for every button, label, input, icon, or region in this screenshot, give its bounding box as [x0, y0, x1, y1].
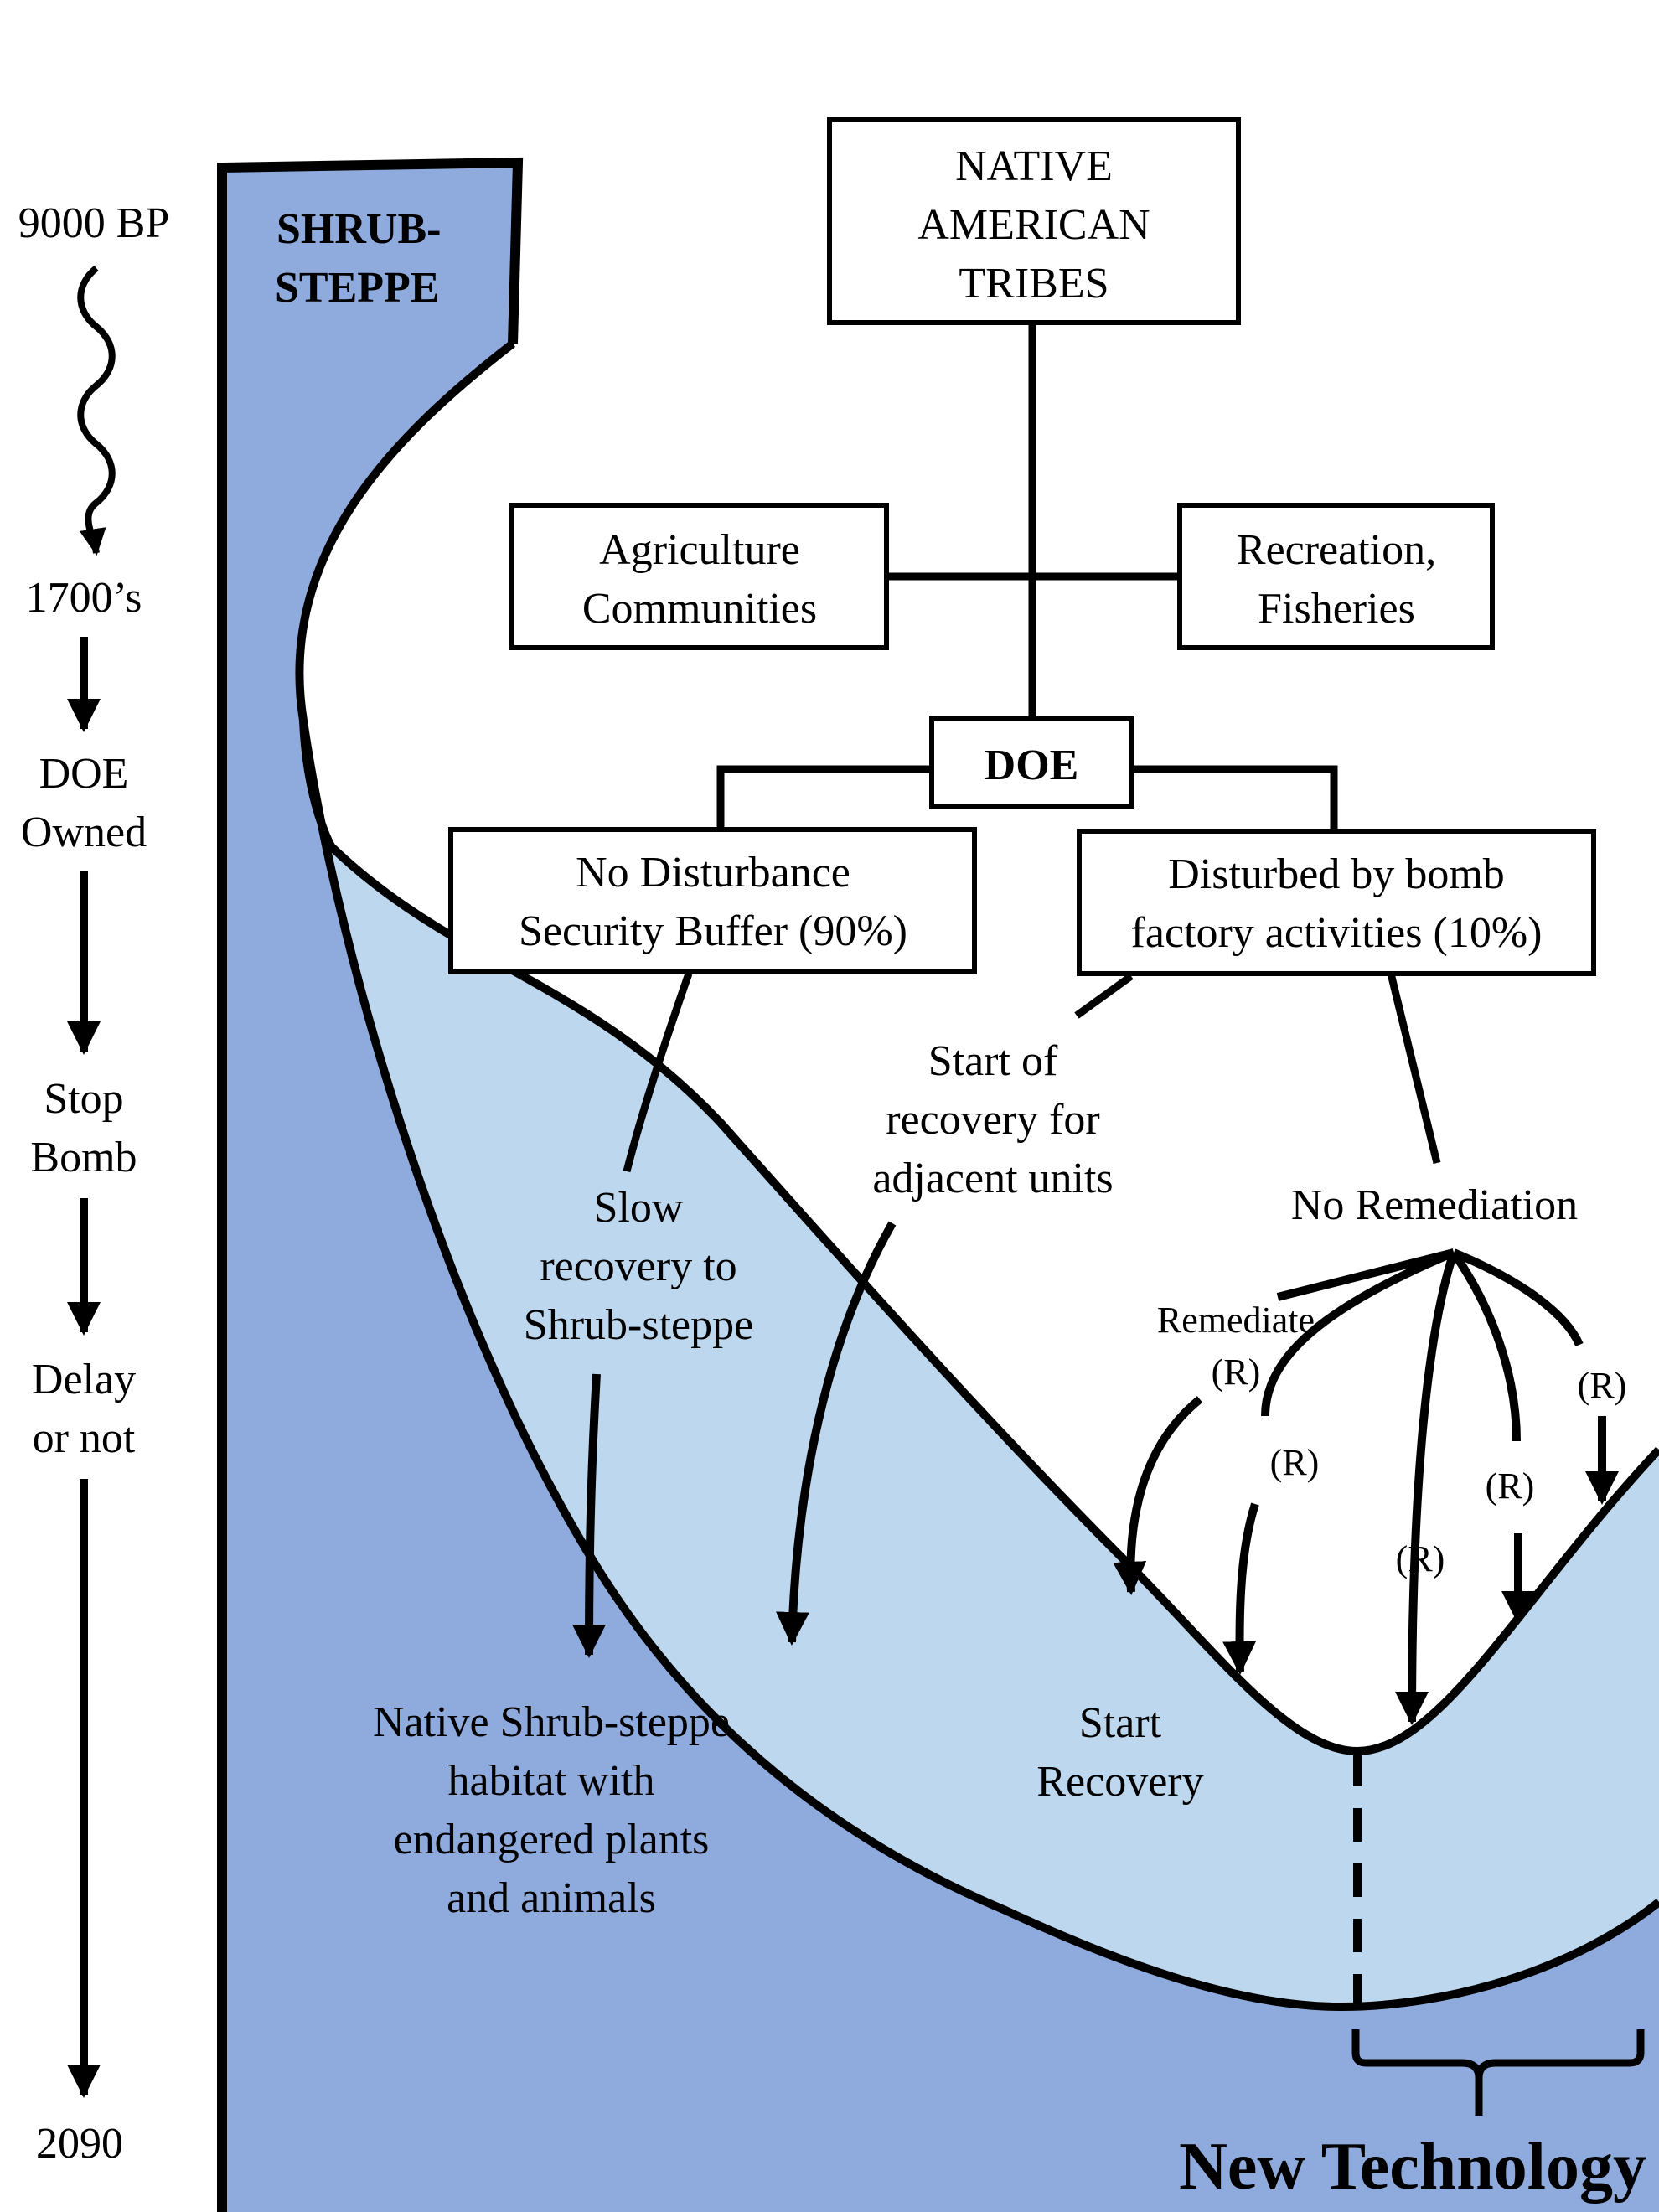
timeline-doe-owned-1: DOE [39, 750, 129, 798]
box-disturbed [1077, 829, 1596, 976]
tribes-line-1: NATIVE [955, 142, 1113, 190]
agriculture-line-2: Communities [582, 585, 817, 633]
region-left-border [217, 157, 524, 2212]
box-agriculture [509, 503, 889, 650]
line-buffer-to-slow [623, 972, 693, 1173]
box-recreation [1177, 503, 1495, 650]
shrub-steppe-region [222, 163, 1659, 2212]
box-no-disturbance [448, 827, 977, 974]
inner-curve [299, 720, 1659, 1756]
habitat-line-2: habitat with [448, 1757, 655, 1805]
shrub-steppe-label-1: SHRUB- [276, 205, 441, 253]
no-disturbance-line-1: No Disturbance [576, 849, 850, 897]
habitat-line-4: and animals [447, 1874, 656, 1922]
box-doe [929, 716, 1134, 809]
no-remediation-label: No Remediation [1291, 1181, 1578, 1229]
slow-recovery-line-2: recovery to [540, 1243, 736, 1290]
disturbed-line-1: Disturbed by bomb [1168, 850, 1505, 898]
timeline-delay-1: Delay [32, 1356, 136, 1403]
slow-recovery-line-3: Shrub-steppe [524, 1301, 753, 1349]
recreation-line-2: Fisheries [1258, 585, 1415, 633]
connector-doe-right [1131, 765, 1338, 831]
arrow-remediate-1 [1113, 1396, 1203, 1595]
doe-label: DOE [985, 742, 1079, 789]
box-tribes [827, 117, 1241, 325]
r-label-5: (R) [1578, 1365, 1627, 1406]
arrow-fan-left [1276, 1248, 1455, 1301]
shrub-steppe-label-2: STEPPE [275, 264, 440, 312]
arrow-remediate-2b [1222, 1502, 1259, 1675]
slow-recovery-line-1: Slow [594, 1184, 684, 1232]
timeline-2090: 2090 [36, 2120, 123, 2168]
r-label-2: (R) [1270, 1442, 1320, 1483]
new-technology-label: New Technology [1179, 2130, 1646, 2204]
start-adjacent-line-3: adjacent units [872, 1155, 1113, 1202]
arrow-slow-to-habitat [572, 1373, 607, 1658]
arrow-start-to-band [776, 1221, 897, 1646]
disturbed-line-2: factory activities (10%) [1131, 909, 1543, 957]
arrow-remediate-4 [1450, 1250, 1521, 1442]
remediate-label: Remediate [1157, 1300, 1315, 1341]
timeline-stop-bomb-2: Bomb [30, 1134, 137, 1181]
arrow-remediate-2 [1261, 1248, 1455, 1417]
arrow-remediate-3 [1395, 1251, 1458, 1725]
timeline-delay-2: or not [33, 1414, 136, 1462]
recreation-line-1: Recreation, [1237, 526, 1436, 574]
start-recovery-line-2: Recovery [1036, 1758, 1203, 1806]
r-label-4: (R) [1486, 1465, 1535, 1507]
arrow-remediate-5 [1452, 1248, 1584, 1347]
r-label-3: (R) [1396, 1538, 1445, 1579]
timeline-stop-bomb-1: Stop [44, 1075, 123, 1123]
timeline-9000bp: 9000 BP [18, 199, 170, 247]
timeline-1700s: 1700’s [26, 574, 142, 622]
habitat-line-1: Native Shrub-steppe [373, 1698, 730, 1746]
connector-doe-left [716, 765, 932, 830]
no-disturbance-line-2: Security Buffer (90%) [519, 907, 907, 955]
tribes-line-3: TRIBES [959, 260, 1109, 308]
start-adjacent-line-1: Start of [928, 1037, 1058, 1085]
line-disturbed-to-start [1074, 973, 1134, 1019]
habitat-line-3: endangered plants [394, 1816, 710, 1863]
agriculture-line-1: Agriculture [599, 526, 800, 574]
timeline-wave-arrow [77, 265, 116, 556]
new-technology-brace [1351, 2029, 1645, 2116]
start-adjacent-line-2: recovery for [886, 1096, 1100, 1144]
start-recovery-line-1: Start [1079, 1699, 1162, 1747]
outer-curve [295, 340, 1659, 2012]
line-disturbed-to-noremed [1387, 972, 1441, 1165]
remediate-r: (R) [1212, 1351, 1261, 1393]
timeline-doe-owned-2: Owned [21, 809, 147, 856]
tribes-line-2: AMERICAN [917, 201, 1150, 249]
